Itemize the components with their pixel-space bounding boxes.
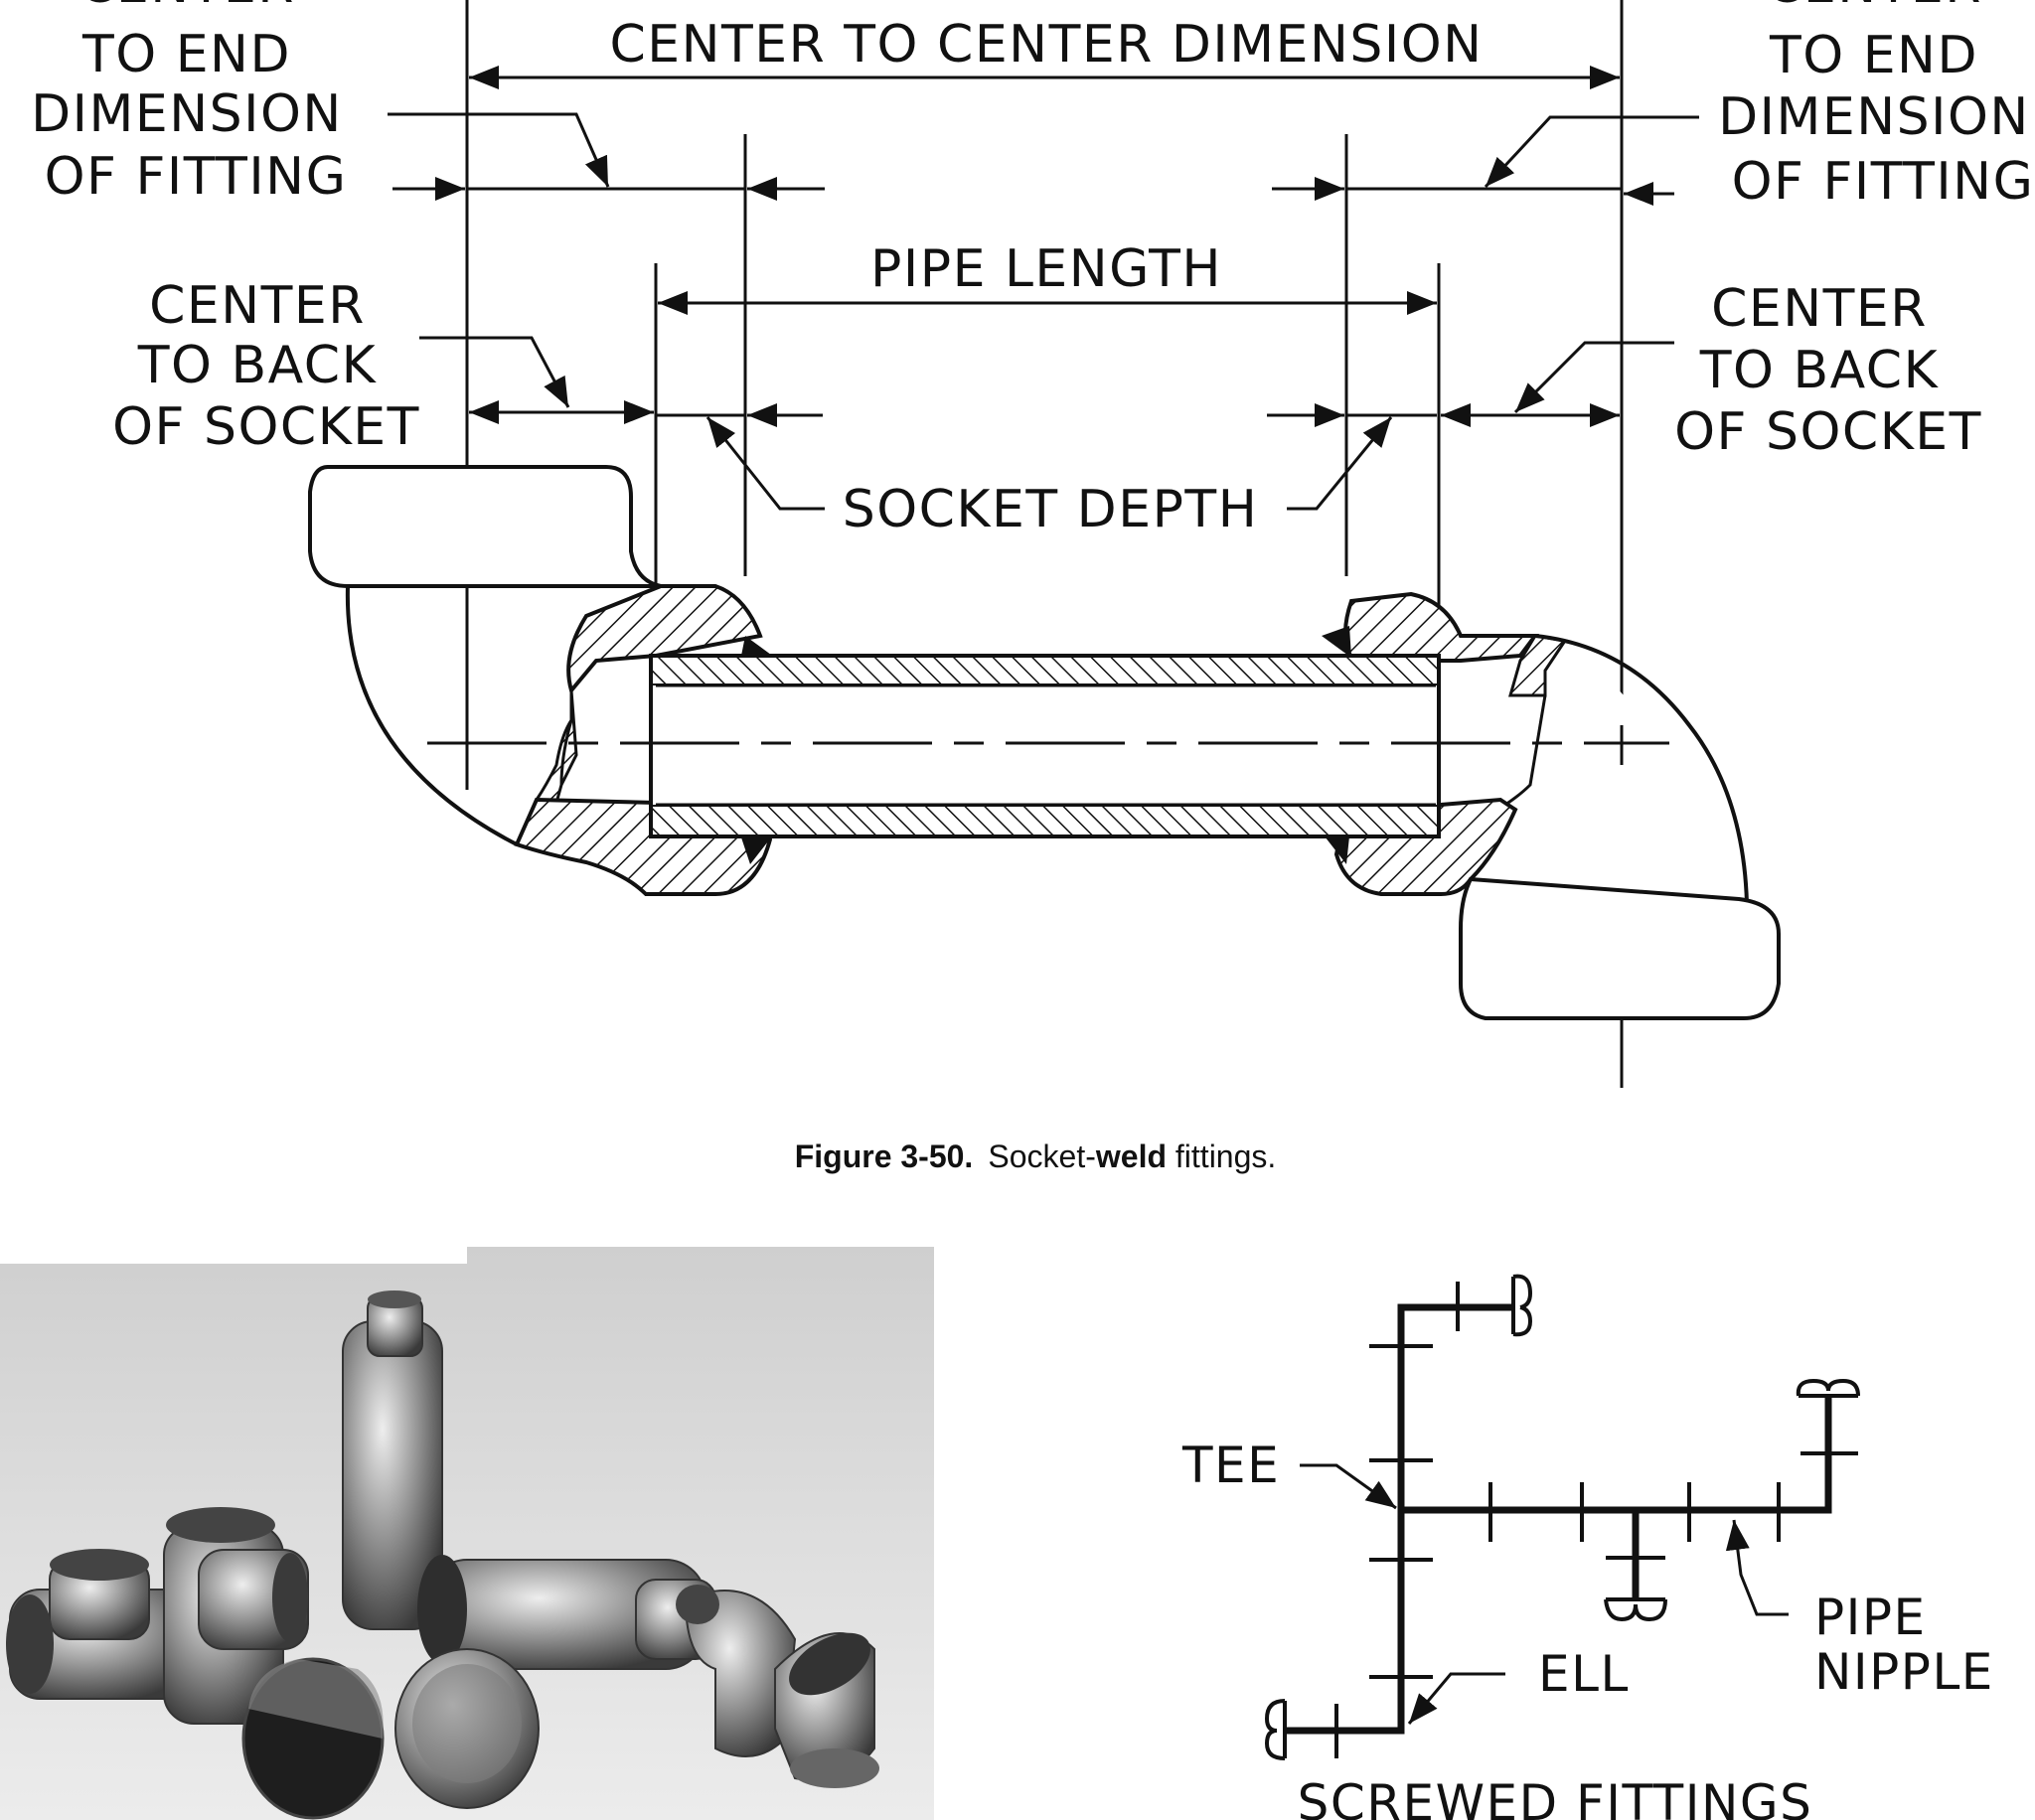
label-center-to-back-right: CENTER TO BACK OF SOCKET: [1674, 279, 1982, 462]
leader-socket-depth-right: [1287, 416, 1393, 511]
elbow-fittings: [676, 1585, 879, 1788]
end-cap-bottom: [1604, 1597, 1667, 1622]
screwed-vertical-run: [1285, 1303, 1513, 1735]
cap-dark: [241, 1657, 385, 1820]
tee-fitting-left: [6, 1549, 200, 1700]
leader-left-center-back: [419, 336, 570, 408]
left-elbow: [308, 465, 775, 896]
end-cap-left: [1264, 1699, 1287, 1760]
socket-weld-diagram: CENTER TO END DIMENSION OF FITTING CENTE…: [31, 0, 2035, 1088]
label-pipe-length: PIPE LENGTH: [870, 239, 1222, 299]
figure-caption: Figure 3-50. Socket-weld fittings.: [795, 1138, 1277, 1174]
cap-light: [394, 1648, 540, 1809]
leader-right-center-back: [1513, 341, 1674, 414]
screwed-fittings-diagram: TEE ELL PIPE NIPPLE SCREWED FITTINGS: [1181, 1274, 1994, 1820]
tee-fitting-back: [163, 1507, 309, 1725]
label-ell: ELL: [1538, 1645, 1630, 1703]
label-center-to-center: CENTER TO CENTER DIMENSION: [609, 15, 1483, 75]
label-tee: TEE: [1181, 1437, 1280, 1494]
pipe: [649, 654, 1441, 838]
end-cap-right: [1796, 1378, 1860, 1398]
caption-number: Figure 3-50.: [795, 1138, 974, 1174]
leader-ell: [1407, 1672, 1505, 1725]
label-screwed-fittings: SCREWED FITTINGS: [1298, 1774, 1813, 1820]
label-pipe-nipple: PIPE NIPPLE: [1814, 1589, 1994, 1701]
fittings-photo: [0, 1247, 934, 1820]
label-socket-depth: SOCKET DEPTH: [843, 480, 1259, 539]
label-center-to-end-left: CENTER TO END DIMENSION OF FITTING: [31, 0, 361, 207]
leader-tee: [1300, 1463, 1397, 1510]
screwed-horizontal-run: [1401, 1396, 1832, 1514]
label-center-to-back-left: CENTER TO BACK OF SOCKET: [112, 276, 420, 457]
leader-left-center-end: [388, 112, 610, 188]
leader-pipe-nipple: [1725, 1519, 1789, 1616]
leader-right-center-end: [1484, 115, 1699, 189]
end-cap-top: [1511, 1274, 1533, 1337]
label-center-to-end-right: CENTER TO END DIMENSION OF FITTING: [1718, 0, 2035, 212]
leader-socket-depth-left: [705, 416, 825, 511]
